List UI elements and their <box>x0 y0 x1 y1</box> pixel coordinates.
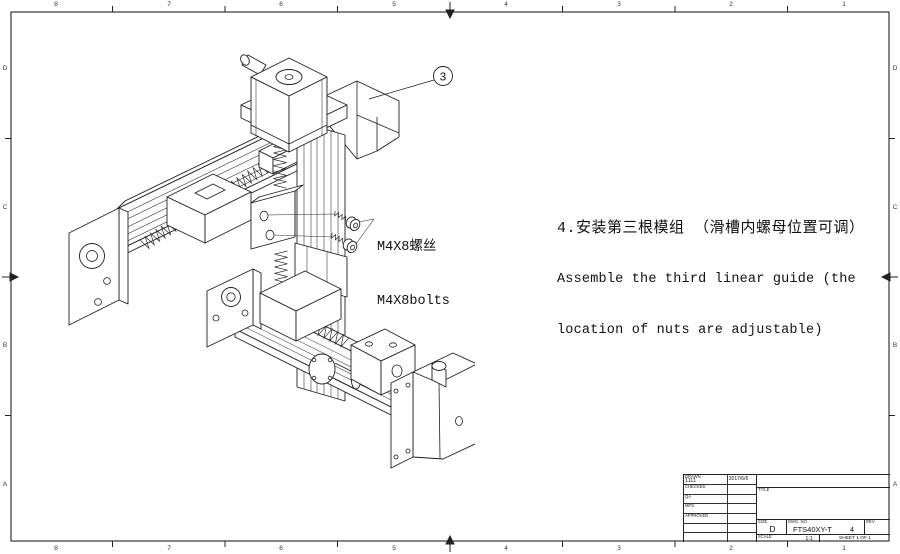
signoff-row-blank <box>684 523 756 534</box>
screw-label-en: M4X8bolts <box>377 294 450 309</box>
zone-row-label: D <box>892 65 898 72</box>
title-block: DRAWN 1111 2017/6/6 CHECKED QA MFG APPRO… <box>683 474 890 543</box>
balloon-number: 3 <box>440 72 447 85</box>
row-label: APPROVED <box>685 513 709 519</box>
zone-col-label: 7 <box>167 545 171 552</box>
balloon-callout: 3 <box>368 66 453 100</box>
row-date <box>726 514 756 523</box>
zone-col-label: 1 <box>842 545 846 552</box>
zone-col-label: 8 <box>54 545 58 552</box>
upper-linear-guide <box>68 110 312 326</box>
zone-row-label: A <box>2 481 8 488</box>
instruction-line-en2: location of nuts are adjustable) <box>557 323 823 338</box>
m4x8-screws <box>331 210 375 254</box>
row-date <box>726 504 756 514</box>
scale-field: SCALE 1:1 <box>757 534 820 542</box>
zone-row-label: C <box>892 204 898 211</box>
zone-col-label: 4 <box>504 1 508 8</box>
signoff-row-checked: CHECKED <box>684 484 756 495</box>
title-block-spacer <box>757 475 890 488</box>
zone-row-label: D <box>2 65 8 72</box>
dwg-no-extra: 4 <box>849 525 854 534</box>
zone-col-label: 3 <box>617 545 621 552</box>
row-date <box>726 494 756 504</box>
sheet-field: SHEET 1 OF 1 <box>820 535 890 542</box>
zone-row-label: B <box>892 342 898 349</box>
signoff-row-qa: QA <box>684 493 756 505</box>
zone-row-label: C <box>2 204 8 211</box>
zone-col-label: 1 <box>842 1 846 8</box>
zone-col-label: 3 <box>617 1 621 8</box>
rev-field: REV <box>865 519 890 534</box>
zone-col-label: 2 <box>729 1 733 8</box>
zone-col-label: 6 <box>279 1 283 8</box>
screw-label-cn: M4X8螺丝 <box>377 240 437 255</box>
rev-label: REV <box>866 519 875 524</box>
zone-col-label: 8 <box>54 1 58 8</box>
assembly-isometric-view: 3 <box>68 54 475 469</box>
zone-col-label: 5 <box>392 545 396 552</box>
sheet-value: SHEET 1 OF 1 <box>839 536 871 541</box>
signoff-row-mfg: MFG <box>684 503 756 515</box>
row-date: 2017/6/6 <box>726 475 756 484</box>
size-value: D <box>769 524 776 534</box>
zone-col-label: 5 <box>392 1 396 8</box>
zone-col-label: 2 <box>729 545 733 552</box>
row-label: CHECKED <box>685 484 706 489</box>
zone-col-label: 4 <box>504 545 508 552</box>
title-block-signoff-table: DRAWN 1111 2017/6/6 CHECKED QA MFG APPRO… <box>684 474 757 543</box>
row-name: 1111 <box>685 478 697 484</box>
screw-annotation: M4X8螺丝 M4X8bolts <box>377 203 450 347</box>
row-label: MFG <box>685 503 695 509</box>
scale-value: 1:1 <box>805 536 813 542</box>
top-stepper-motor <box>240 54 328 153</box>
scale-label: SCALE <box>758 534 772 539</box>
zone-row-label: B <box>2 342 8 349</box>
zone-col-label: 7 <box>167 1 171 8</box>
dwg-no-field: DWG. NO. FTS40XY-T 4 <box>787 519 865 534</box>
signoff-row-approved: APPROVED <box>684 513 756 524</box>
bottom-stepper-motor <box>390 352 475 469</box>
size-label: SIZE <box>758 519 768 524</box>
bottom-linear-guide <box>206 250 416 422</box>
dwg-no-label: DWG. NO. <box>788 519 809 524</box>
instruction-line-cn: 4.安装第三根模组 （滑槽内螺母位置可调） <box>557 220 865 237</box>
title-field-label: TITLE <box>758 487 770 492</box>
size-field: SIZE D <box>757 519 787 534</box>
step-instruction: 4.安装第三根模组 （滑槽内螺母位置可调） Assemble the third… <box>557 186 865 373</box>
signoff-row-drawn: DRAWN 1111 2017/6/6 <box>684 474 756 485</box>
row-date <box>726 485 756 494</box>
row-label: QA <box>685 493 692 499</box>
row-label: DRAWN <box>685 474 701 479</box>
zone-col-label: 6 <box>279 545 283 552</box>
zone-row-label: A <box>892 481 898 488</box>
dwg-no-value: FTS40XY-T <box>793 525 832 534</box>
signoff-row-blank <box>684 533 756 543</box>
title-field: TITLE <box>757 487 890 520</box>
instruction-line-en1: Assemble the third linear guide (the <box>557 272 856 287</box>
